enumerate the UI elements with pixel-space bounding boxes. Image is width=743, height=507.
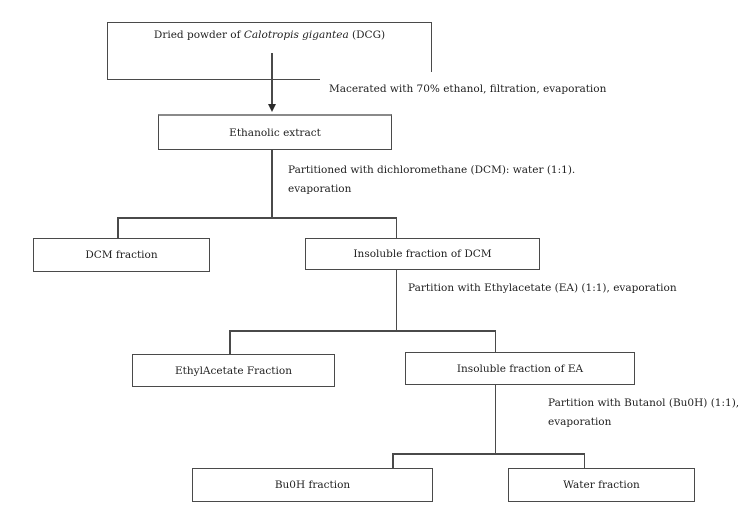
connector-split1-to-insoluble-dcm xyxy=(395,217,397,238)
annotation-buoh-partition: Partition with Butanol (Bu0H) (1:1), eva… xyxy=(548,394,740,432)
connector-split1-to-dcm xyxy=(117,217,119,238)
arrowhead-down-icon xyxy=(267,104,276,112)
annotation-dcm-partition: Partitioned with dichloromethane (DCM): … xyxy=(288,161,576,199)
connector-split2-to-ethylacetate xyxy=(229,330,231,354)
box-ethanolic-extract: Ethanolic extract xyxy=(158,114,392,150)
box-dried-powder: Dried powder of Calotropis gigantea (DCG… xyxy=(107,22,432,80)
ethylacetate-fraction-label: EthylAcetate Fraction xyxy=(175,364,292,377)
connector-split1-horizontal xyxy=(117,217,397,219)
water-fraction-label: Water fraction xyxy=(563,479,640,491)
annotation-macerated: Macerated with 70% ethanol, filtration, … xyxy=(320,72,637,110)
species-name: Calotropis gigantea xyxy=(243,29,349,41)
connector-insoluble-dcm-to-split2 xyxy=(395,270,397,331)
box-ethylacetate-fraction: EthylAcetate Fraction xyxy=(132,354,335,387)
connector-dried-to-ethanolic xyxy=(271,53,273,105)
insoluble-ea-label: Insoluble fraction of EA xyxy=(456,362,584,375)
connector-insoluble-ea-to-split3 xyxy=(494,385,496,454)
connector-split3-to-buoh xyxy=(392,453,394,468)
connector-ethanolic-to-split1 xyxy=(271,150,273,218)
box-buoh-fraction: Bu0H fraction xyxy=(192,468,433,502)
dried-powder-label: Dried powder of Calotropis gigantea (DCG… xyxy=(153,29,386,41)
box-insoluble-dcm: Insoluble fraction of DCM xyxy=(305,238,540,270)
connector-split3-to-water xyxy=(583,453,585,468)
box-insoluble-ea: Insoluble fraction of EA xyxy=(405,352,635,385)
dcm-fraction-label: DCM fraction xyxy=(85,249,158,261)
ethanolic-extract-label: Ethanolic extract xyxy=(229,126,321,139)
connector-split2-to-insoluble-ea xyxy=(494,330,496,352)
box-dcm-fraction: DCM fraction xyxy=(33,238,210,272)
insoluble-dcm-label: Insoluble fraction of DCM xyxy=(353,248,492,260)
connector-split3-horizontal xyxy=(392,453,585,455)
buoh-fraction-label: Bu0H fraction xyxy=(274,479,351,491)
annotation-ea-partition: Partition with Ethylacetate (EA) (1:1), … xyxy=(408,279,677,298)
box-water-fraction: Water fraction xyxy=(508,468,695,502)
connector-split2-horizontal xyxy=(229,330,496,332)
